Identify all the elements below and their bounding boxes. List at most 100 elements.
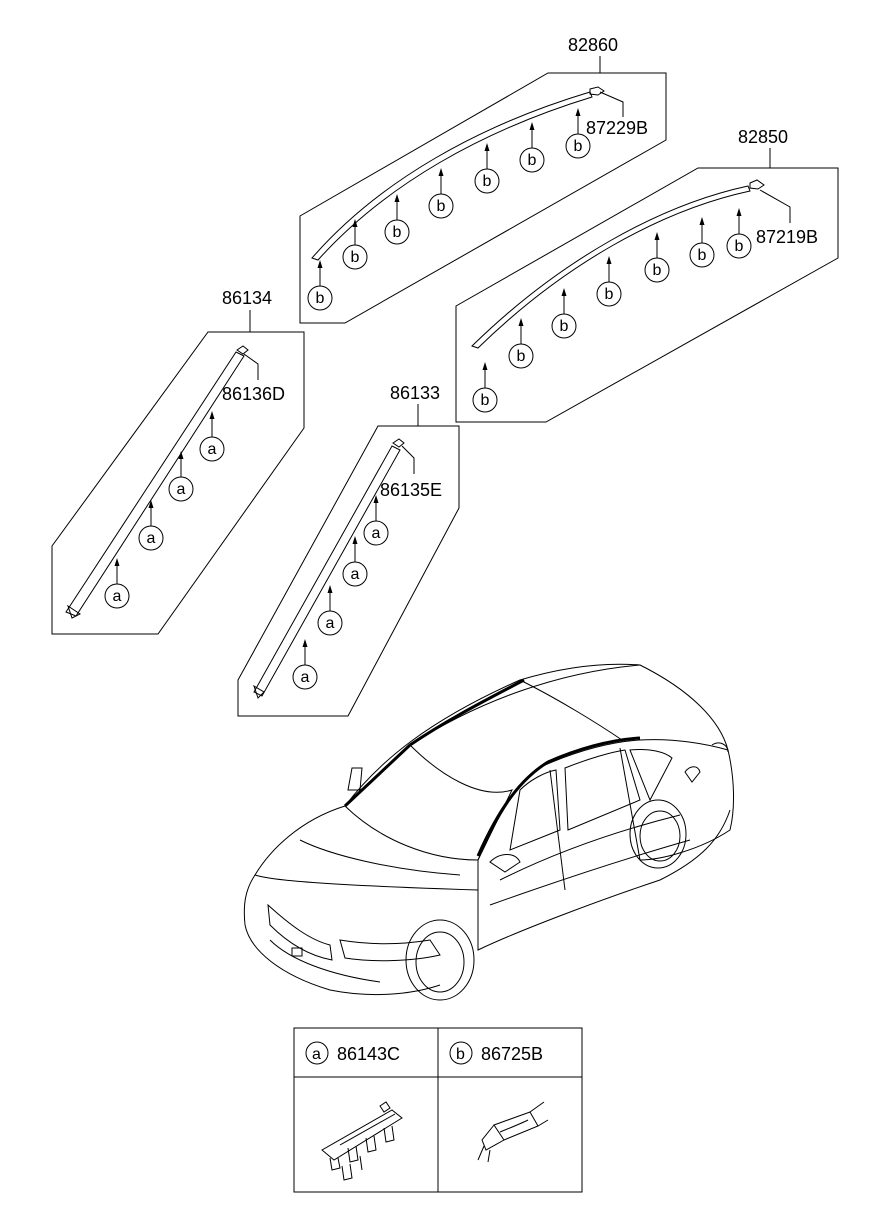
legend-b-letter: b bbox=[456, 1046, 465, 1063]
arrow-icon bbox=[654, 232, 660, 240]
arrow-icon bbox=[178, 451, 184, 459]
part-number-86134: 86134 bbox=[222, 288, 272, 308]
callout-letter: a bbox=[301, 669, 310, 686]
roof-molding-82850 bbox=[471, 185, 751, 349]
arrow-icon bbox=[114, 558, 120, 566]
callout-b: b bbox=[644, 232, 670, 283]
group-82850: 82850 87219B b b b b b b b bbox=[455, 127, 839, 423]
callout-letter: b bbox=[605, 286, 614, 303]
arrow-icon bbox=[575, 108, 581, 116]
callout-letter: b bbox=[528, 152, 537, 169]
part-number-82850: 82850 bbox=[738, 127, 788, 147]
highlight-roof-molding bbox=[409, 678, 525, 747]
clip-icon bbox=[236, 345, 249, 355]
callout-letter: b bbox=[653, 262, 662, 279]
car-illustration bbox=[243, 663, 734, 1001]
clip-icon bbox=[392, 438, 405, 448]
clip-icon bbox=[749, 179, 765, 190]
callout-letter: b bbox=[393, 224, 402, 241]
arrow-icon bbox=[302, 639, 308, 647]
callout-b: b bbox=[472, 362, 498, 413]
callout-a: a bbox=[104, 558, 130, 609]
callout-b: b bbox=[551, 288, 577, 339]
callout-a: a bbox=[138, 500, 164, 551]
callout-b: b bbox=[565, 108, 591, 159]
callout-b: b bbox=[474, 143, 500, 194]
arrow-icon bbox=[736, 208, 742, 216]
highlight-pillar-molding bbox=[343, 743, 412, 808]
arrow-icon bbox=[606, 256, 612, 264]
callouts-82860: b b b b b b b bbox=[307, 108, 591, 311]
arrow-icon bbox=[482, 362, 488, 370]
legend-a-bubble bbox=[305, 1041, 329, 1065]
callout-b: b bbox=[726, 208, 752, 259]
arrow-icon bbox=[148, 500, 154, 508]
frame-86134 bbox=[51, 331, 305, 635]
part-number-86133: 86133 bbox=[390, 383, 440, 403]
arrow-icon bbox=[529, 122, 535, 130]
arrow-icon bbox=[438, 168, 444, 176]
clip-icon bbox=[589, 86, 605, 96]
callout-letter: a bbox=[208, 441, 217, 458]
part-number-86136D: 86136D bbox=[222, 384, 285, 404]
clip-b-icon bbox=[477, 1101, 549, 1163]
callout-letter: b bbox=[560, 318, 569, 335]
callout-letter: b bbox=[517, 348, 526, 365]
callout-a: a bbox=[342, 536, 368, 587]
arrow-icon bbox=[352, 536, 358, 544]
callout-letter: b bbox=[351, 249, 360, 266]
arrow-icon bbox=[394, 194, 400, 202]
callout-letter: a bbox=[351, 566, 360, 583]
frame-86133 bbox=[237, 425, 460, 717]
callouts-86133: a a a a bbox=[292, 495, 389, 690]
arrow-icon bbox=[327, 585, 333, 593]
part-number-87219B: 87219B bbox=[756, 227, 818, 247]
pillar-molding-86133 bbox=[253, 445, 401, 697]
callout-a: a bbox=[363, 495, 389, 546]
callout-letter: a bbox=[147, 530, 156, 547]
callout-letter: b bbox=[437, 198, 446, 215]
roof-molding-82860 bbox=[311, 91, 593, 261]
callouts-82850: b b b b b b b bbox=[472, 208, 752, 413]
legend-b-bubble bbox=[449, 1041, 473, 1065]
legend-a-part-number: 86143C bbox=[337, 1044, 400, 1064]
callout-b: b bbox=[519, 122, 545, 173]
callout-b: b bbox=[384, 194, 410, 245]
frame-82850 bbox=[455, 167, 839, 423]
arrow-icon bbox=[484, 143, 490, 151]
arrow-icon bbox=[317, 260, 323, 268]
legend-a-letter: a bbox=[312, 1046, 321, 1063]
arrow-icon bbox=[209, 411, 215, 419]
callout-a: a bbox=[199, 411, 225, 462]
callout-a: a bbox=[292, 639, 318, 690]
callout-letter: b bbox=[483, 173, 492, 190]
pillar-molding-86134 bbox=[65, 351, 245, 617]
arrow-icon bbox=[699, 217, 705, 225]
callout-a: a bbox=[317, 585, 343, 636]
callout-letter: b bbox=[316, 290, 325, 307]
callout-letter: b bbox=[481, 392, 490, 409]
callout-b: b bbox=[596, 256, 622, 307]
callout-b: b bbox=[689, 217, 715, 268]
clip-a-icon bbox=[321, 1101, 403, 1181]
callout-letter: b bbox=[735, 238, 744, 255]
callout-letter: b bbox=[574, 138, 583, 155]
frame-82860 bbox=[299, 72, 667, 324]
callout-b: b bbox=[342, 219, 368, 270]
arrow-icon bbox=[352, 219, 358, 227]
part-number-87229B: 87229B bbox=[586, 118, 648, 138]
group-86133: 86133 86135E a a a a bbox=[237, 383, 460, 717]
legend-table: a 86143C b 86725B bbox=[293, 1027, 583, 1193]
part-number-86135E: 86135E bbox=[380, 480, 442, 500]
callout-b: b bbox=[307, 260, 333, 311]
highlight-side-molding bbox=[476, 736, 641, 857]
arrow-icon bbox=[373, 495, 379, 503]
callout-letter: b bbox=[698, 247, 707, 264]
callout-letter: a bbox=[326, 615, 335, 632]
callout-letter: a bbox=[177, 481, 186, 498]
legend-b-part-number: 86725B bbox=[481, 1044, 543, 1064]
callouts-86134: a a a a bbox=[104, 411, 225, 609]
callout-letter: a bbox=[113, 588, 122, 605]
